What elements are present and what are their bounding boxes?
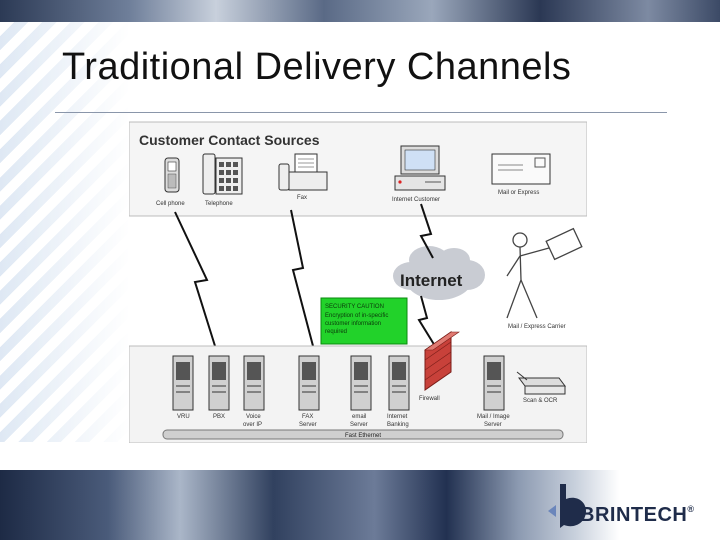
security-line: Encryption of in-specific (325, 313, 388, 319)
server-label: Banking (387, 422, 409, 428)
mail-icon (491, 153, 551, 185)
computer-icon (394, 145, 446, 191)
server-label: VRU (177, 414, 190, 420)
scanner-label: Scan & OCR (523, 398, 558, 404)
server-label: Server (350, 422, 368, 428)
title-divider (55, 112, 667, 113)
slide-title: Traditional Delivery Channels (62, 46, 572, 88)
source-label: Fax (297, 195, 307, 201)
brintech-logo-icon (548, 484, 586, 528)
server-icon (388, 355, 410, 411)
server-label: FAX (302, 414, 313, 420)
server-label: Server (299, 422, 317, 428)
internet-label: Internet (400, 271, 463, 290)
internet-cloud-icon (393, 246, 485, 300)
server-label: Voice (246, 414, 261, 420)
security-caution-box (320, 297, 408, 345)
brand-name: BRINTECH® (580, 504, 694, 527)
server-icon (208, 355, 230, 411)
source-label: Internet Customer (392, 197, 440, 203)
ethernet-label: Fast Ethernet (345, 433, 381, 439)
ethernet-bus (162, 429, 564, 440)
brand-name-text: BRINTECH (580, 504, 688, 526)
connection-links (174, 203, 436, 347)
sources-title: Customer Contact Sources (139, 132, 320, 148)
source-label: Cell phone (156, 201, 185, 207)
bottom-banner (0, 470, 720, 540)
server-icon (172, 355, 194, 411)
telephone-icon (202, 153, 243, 195)
carrier-label: Mail / Express Carrier (508, 324, 566, 330)
server-label: Mail / Image (477, 414, 510, 420)
source-label: Telephone (205, 201, 233, 207)
server-label: Internet (387, 414, 408, 420)
server-icon (298, 355, 320, 411)
security-line: customer information (325, 321, 381, 327)
server-icon (350, 355, 372, 411)
server-label: over IP (243, 422, 262, 428)
firewall-icon (424, 331, 460, 391)
source-label: Mail or Express (498, 190, 539, 196)
server-label: email (352, 414, 366, 420)
scanner-icon (516, 371, 566, 395)
firewall-label: Firewall (419, 396, 440, 402)
server-label: Server (484, 422, 502, 428)
server-label: PBX (213, 414, 225, 420)
left-decoration-fade (0, 22, 130, 442)
mail-carrier-icon (506, 227, 583, 319)
top-banner (0, 0, 720, 22)
fax-icon (278, 153, 328, 191)
cell-phone-icon (164, 157, 180, 193)
delivery-channels-diagram: Customer Contact Sources Cell phone Tele… (129, 118, 587, 443)
security-line: required (325, 329, 347, 335)
brand-mark: ® (687, 504, 695, 514)
server-icon (483, 355, 505, 411)
security-heading: SECURITY CAUTION (325, 304, 384, 310)
server-icon (243, 355, 265, 411)
